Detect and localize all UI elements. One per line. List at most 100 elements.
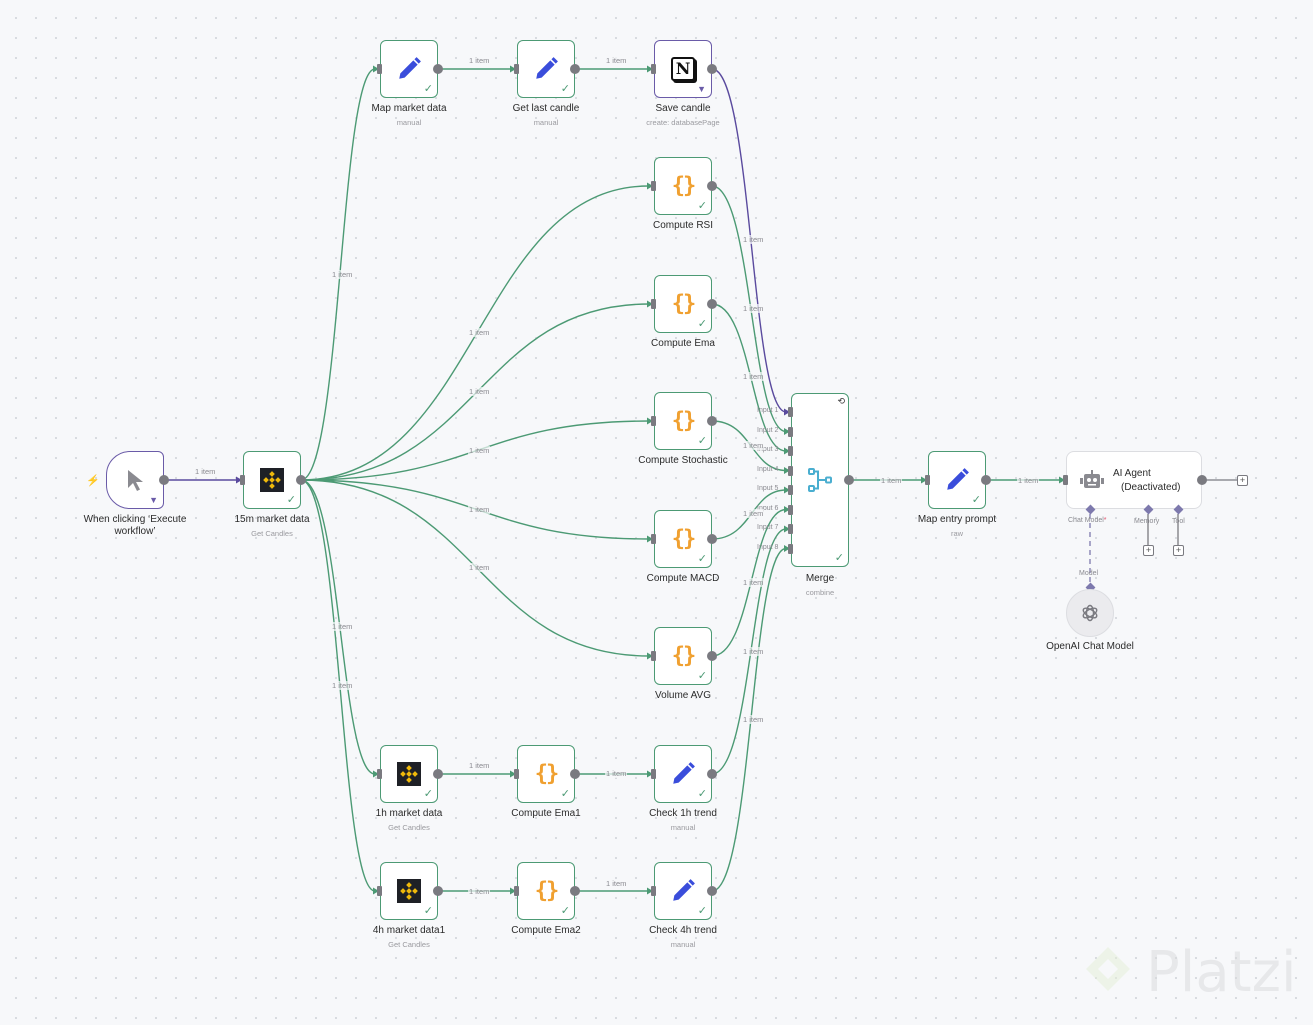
input-port[interactable] bbox=[514, 769, 519, 779]
node-compute-ema2[interactable]: {} ✓ bbox=[517, 862, 575, 920]
node-sublabel-15m: Get Candles bbox=[251, 529, 293, 538]
output-port[interactable] bbox=[707, 534, 717, 544]
node-label-macd: Compute MACD bbox=[646, 573, 720, 584]
node-compute-ema1[interactable]: {} ✓ bbox=[517, 745, 575, 803]
output-port[interactable] bbox=[159, 475, 169, 485]
port-label-chat-model: Chat Model* bbox=[1068, 517, 1107, 524]
add-memory-button[interactable]: + bbox=[1143, 545, 1154, 556]
merge-input-label: Input 5 bbox=[757, 485, 779, 492]
edge-arrowhead bbox=[784, 428, 790, 435]
node-volume-avg[interactable]: {} ✓ bbox=[654, 627, 712, 685]
pencil-icon bbox=[673, 879, 695, 901]
output-port[interactable] bbox=[433, 886, 443, 896]
input-port[interactable] bbox=[651, 416, 656, 426]
success-check-icon: ✓ bbox=[560, 788, 570, 800]
node-label-ema: Compute Ema bbox=[651, 338, 715, 349]
output-port[interactable] bbox=[707, 651, 717, 661]
pencil-icon bbox=[947, 468, 969, 490]
edge-item-count: 1 item bbox=[468, 761, 491, 770]
input-port[interactable] bbox=[651, 181, 656, 191]
success-check-icon: ✓ bbox=[697, 788, 707, 800]
node-compute-rsi[interactable]: {} ✓ bbox=[654, 157, 712, 215]
input-port[interactable] bbox=[651, 886, 656, 896]
input-port[interactable] bbox=[240, 475, 245, 485]
node-manual-trigger[interactable]: ▼ bbox=[106, 451, 164, 509]
node-compute-ema[interactable]: {} ✓ bbox=[654, 275, 712, 333]
node-map-market-data[interactable]: ✓ bbox=[380, 40, 438, 98]
code-braces-icon: {} bbox=[534, 878, 559, 904]
input-port[interactable] bbox=[651, 534, 656, 544]
add-tool-button[interactable]: + bbox=[1173, 545, 1184, 556]
node-compute-stochastic[interactable]: {} ✓ bbox=[654, 392, 712, 450]
port-label-tool: Tool bbox=[1172, 518, 1185, 525]
merge-input-port[interactable] bbox=[788, 446, 793, 456]
refresh-icon[interactable]: ⟲ bbox=[837, 396, 845, 406]
edge-item-count: 1 item bbox=[468, 887, 491, 896]
code-braces-icon: {} bbox=[671, 526, 696, 552]
merge-input-port[interactable] bbox=[788, 543, 793, 554]
add-next-node-button[interactable]: + bbox=[1237, 475, 1248, 486]
input-port[interactable] bbox=[1063, 475, 1068, 485]
node-check-1h-trend[interactable]: ✓ bbox=[654, 745, 712, 803]
input-port[interactable] bbox=[651, 769, 656, 779]
input-port[interactable] bbox=[514, 886, 519, 896]
node-get-last-candle[interactable]: ✓ bbox=[517, 40, 575, 98]
success-check-icon: ✓ bbox=[697, 905, 707, 917]
merge-input-port[interactable] bbox=[788, 485, 793, 495]
node-label-ema1: Compute Ema1 bbox=[511, 808, 581, 819]
output-port[interactable] bbox=[707, 299, 717, 309]
input-port[interactable] bbox=[651, 651, 656, 661]
output-port[interactable] bbox=[570, 769, 580, 779]
node-sublabel-trend1: manual bbox=[670, 823, 696, 832]
edge-item-count: 1 item bbox=[742, 715, 765, 724]
input-port[interactable] bbox=[377, 64, 382, 74]
openai-icon bbox=[1082, 604, 1098, 622]
success-check-icon: ✓ bbox=[560, 905, 570, 917]
node-openai-chat-model[interactable] bbox=[1066, 589, 1114, 637]
output-port[interactable] bbox=[707, 181, 717, 191]
agent-status: (Deactivated) bbox=[1121, 482, 1181, 493]
output-port[interactable] bbox=[570, 886, 580, 896]
node-sublabel-prompt: raw bbox=[950, 529, 964, 538]
output-port[interactable] bbox=[433, 769, 443, 779]
output-port[interactable] bbox=[707, 769, 717, 779]
output-port[interactable] bbox=[1197, 475, 1207, 485]
node-sublabel-merge: combine bbox=[805, 588, 835, 597]
merge-input-port[interactable] bbox=[788, 465, 793, 476]
output-port[interactable] bbox=[296, 475, 306, 485]
merge-input-port[interactable] bbox=[788, 504, 793, 515]
node-15m-market-data[interactable]: ✓ bbox=[243, 451, 301, 509]
input-port[interactable] bbox=[651, 299, 656, 309]
merge-input-port[interactable] bbox=[788, 407, 793, 417]
output-port[interactable] bbox=[433, 64, 443, 74]
input-port[interactable] bbox=[377, 886, 382, 896]
input-port[interactable] bbox=[651, 64, 656, 74]
node-merge[interactable]: ⟲ ✓ bbox=[791, 393, 849, 567]
cursor-icon bbox=[128, 470, 143, 491]
agent-title: AI Agent bbox=[1113, 468, 1151, 479]
output-port[interactable] bbox=[707, 416, 717, 426]
node-compute-macd[interactable]: {} ✓ bbox=[654, 510, 712, 568]
node-ai-agent[interactable]: AI Agent (Deactivated) bbox=[1066, 451, 1202, 509]
input-port[interactable] bbox=[514, 64, 519, 74]
input-port[interactable] bbox=[925, 475, 930, 485]
node-1h-market-data[interactable]: ✓ bbox=[380, 745, 438, 803]
node-check-4h-trend[interactable]: ✓ bbox=[654, 862, 712, 920]
edge-arrowhead bbox=[784, 486, 790, 494]
edge-item-count: 1 item bbox=[605, 769, 628, 778]
output-port[interactable] bbox=[844, 475, 854, 485]
output-port[interactable] bbox=[981, 475, 991, 485]
node-save-candle[interactable]: N ▼ bbox=[654, 40, 712, 98]
output-port[interactable] bbox=[707, 64, 717, 74]
edge-arrowhead bbox=[784, 545, 790, 552]
merge-input-port[interactable] bbox=[788, 426, 793, 437]
merge-input-label: Input 4 bbox=[757, 465, 779, 473]
edge-item-count: 1 item bbox=[331, 681, 354, 690]
node-map-entry-prompt[interactable]: ✓ bbox=[928, 451, 986, 509]
merge-input-label: Input 2 bbox=[757, 426, 779, 434]
merge-input-port[interactable] bbox=[788, 524, 793, 534]
output-port[interactable] bbox=[570, 64, 580, 74]
node-4h-market-data[interactable]: ✓ bbox=[380, 862, 438, 920]
output-port[interactable] bbox=[707, 886, 717, 896]
input-port[interactable] bbox=[377, 769, 382, 779]
